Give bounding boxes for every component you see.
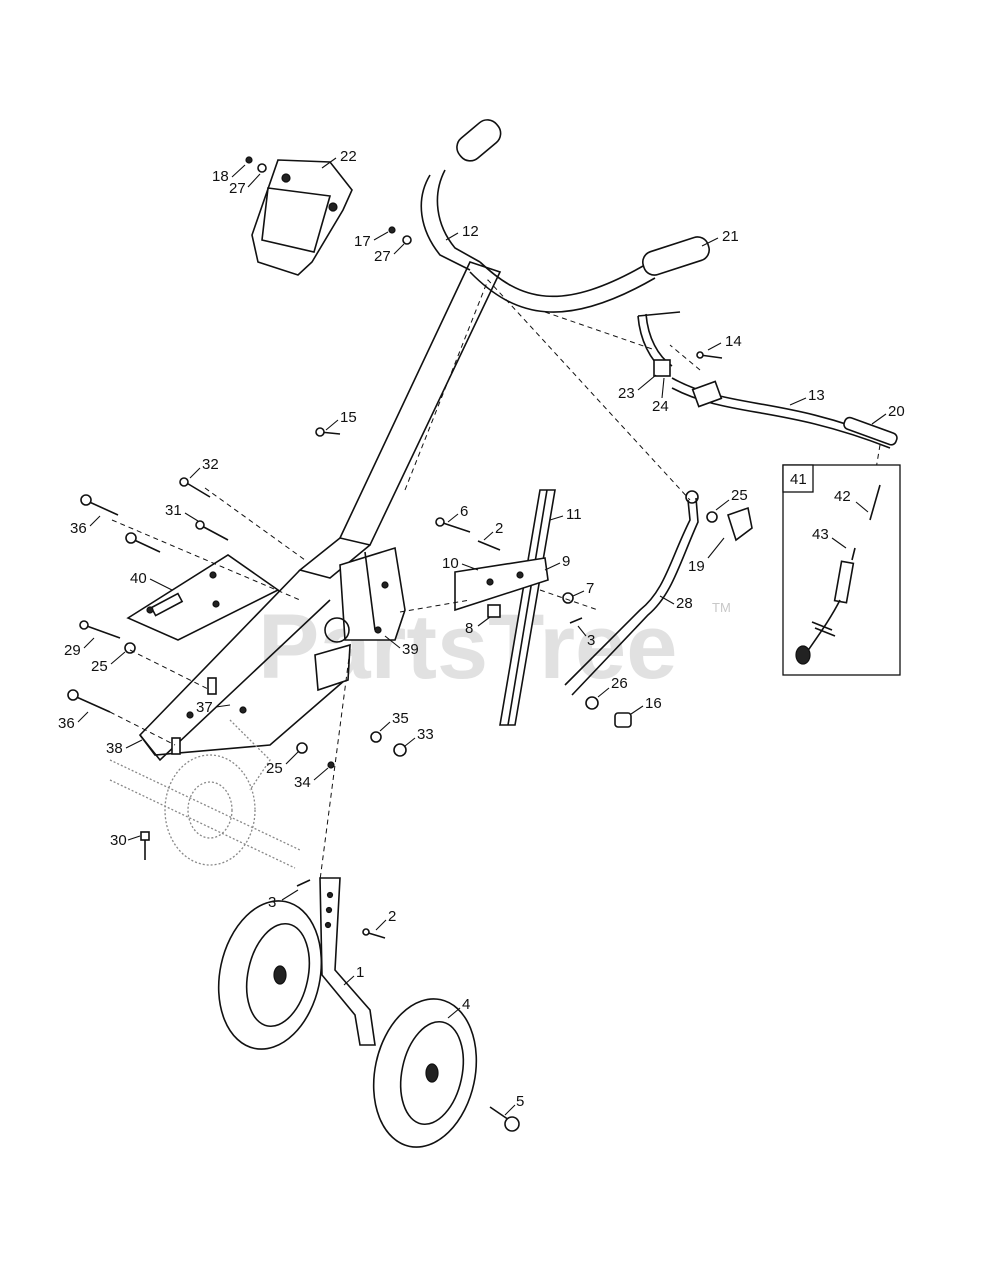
callout-3a: 3	[587, 632, 595, 649]
callout-14: 14	[725, 333, 742, 350]
callout-25a: 25	[731, 487, 748, 504]
callout-11: 11	[566, 506, 582, 523]
callout-10: 10	[442, 555, 459, 572]
callout-2a: 2	[495, 520, 503, 537]
watermark-tm: TM	[712, 600, 731, 615]
callouts: 22 18 27 17 27 12 21 14 23 24 13 20 15 3…	[58, 148, 905, 1116]
callout-7: 7	[586, 580, 594, 597]
callout-35: 35	[392, 710, 409, 727]
callout-34: 34	[294, 774, 311, 791]
callout-22: 22	[340, 148, 357, 165]
callout-17: 17	[354, 233, 371, 250]
cable-inset: 41	[782, 464, 901, 676]
transmission-ghost	[109, 719, 301, 869]
frame-assembly	[138, 546, 406, 762]
callout-43: 43	[812, 526, 829, 543]
callout-38: 38	[106, 740, 123, 757]
hardware	[67, 156, 753, 1132]
callout-42: 42	[834, 488, 851, 505]
callout-27a: 27	[229, 180, 246, 197]
callout-1: 1	[356, 964, 364, 981]
callout-9: 9	[562, 553, 570, 570]
callout-29: 29	[64, 642, 81, 659]
callout-27b: 27	[374, 248, 391, 265]
callout-15: 15	[340, 409, 357, 426]
callout-36b: 36	[58, 715, 75, 732]
callout-30: 30	[110, 832, 127, 849]
callout-21: 21	[722, 228, 739, 245]
callout-4: 4	[462, 996, 470, 1013]
callout-24: 24	[652, 398, 669, 415]
wheel-left	[217, 900, 323, 1050]
callout-25c: 25	[266, 760, 283, 777]
console-panel	[251, 159, 353, 276]
callout-40: 40	[130, 570, 147, 587]
callout-23: 23	[618, 385, 635, 402]
assembly-lines	[109, 279, 881, 881]
callout-20: 20	[888, 403, 905, 420]
callout-8: 8	[465, 620, 473, 637]
callout-12: 12	[462, 223, 479, 240]
callout-5: 5	[516, 1093, 524, 1110]
callout-39: 39	[402, 641, 419, 658]
callout-32: 32	[202, 456, 219, 473]
callout-36a: 36	[70, 520, 87, 537]
depth-bar	[454, 489, 556, 726]
handle-frame	[298, 119, 710, 579]
shift-rod	[637, 311, 898, 449]
callout-26: 26	[611, 675, 628, 692]
mounting-plate	[126, 554, 280, 641]
callout-3b: 3	[268, 894, 276, 911]
callout-37: 37	[196, 699, 213, 716]
wheel-right	[372, 998, 478, 1148]
callout-28: 28	[676, 595, 693, 612]
callout-6: 6	[460, 503, 468, 520]
callout-31: 31	[165, 502, 182, 519]
callout-19: 19	[688, 558, 705, 575]
callout-25b: 25	[91, 658, 108, 675]
callout-2b: 2	[388, 908, 396, 925]
callout-13: 13	[808, 387, 825, 404]
callout-16: 16	[645, 695, 662, 712]
wheel-bracket	[319, 877, 376, 1046]
adjust-rod	[564, 490, 699, 696]
callout-33: 33	[417, 726, 434, 743]
inset-number: 41	[790, 471, 807, 488]
callout-18: 18	[212, 168, 229, 185]
